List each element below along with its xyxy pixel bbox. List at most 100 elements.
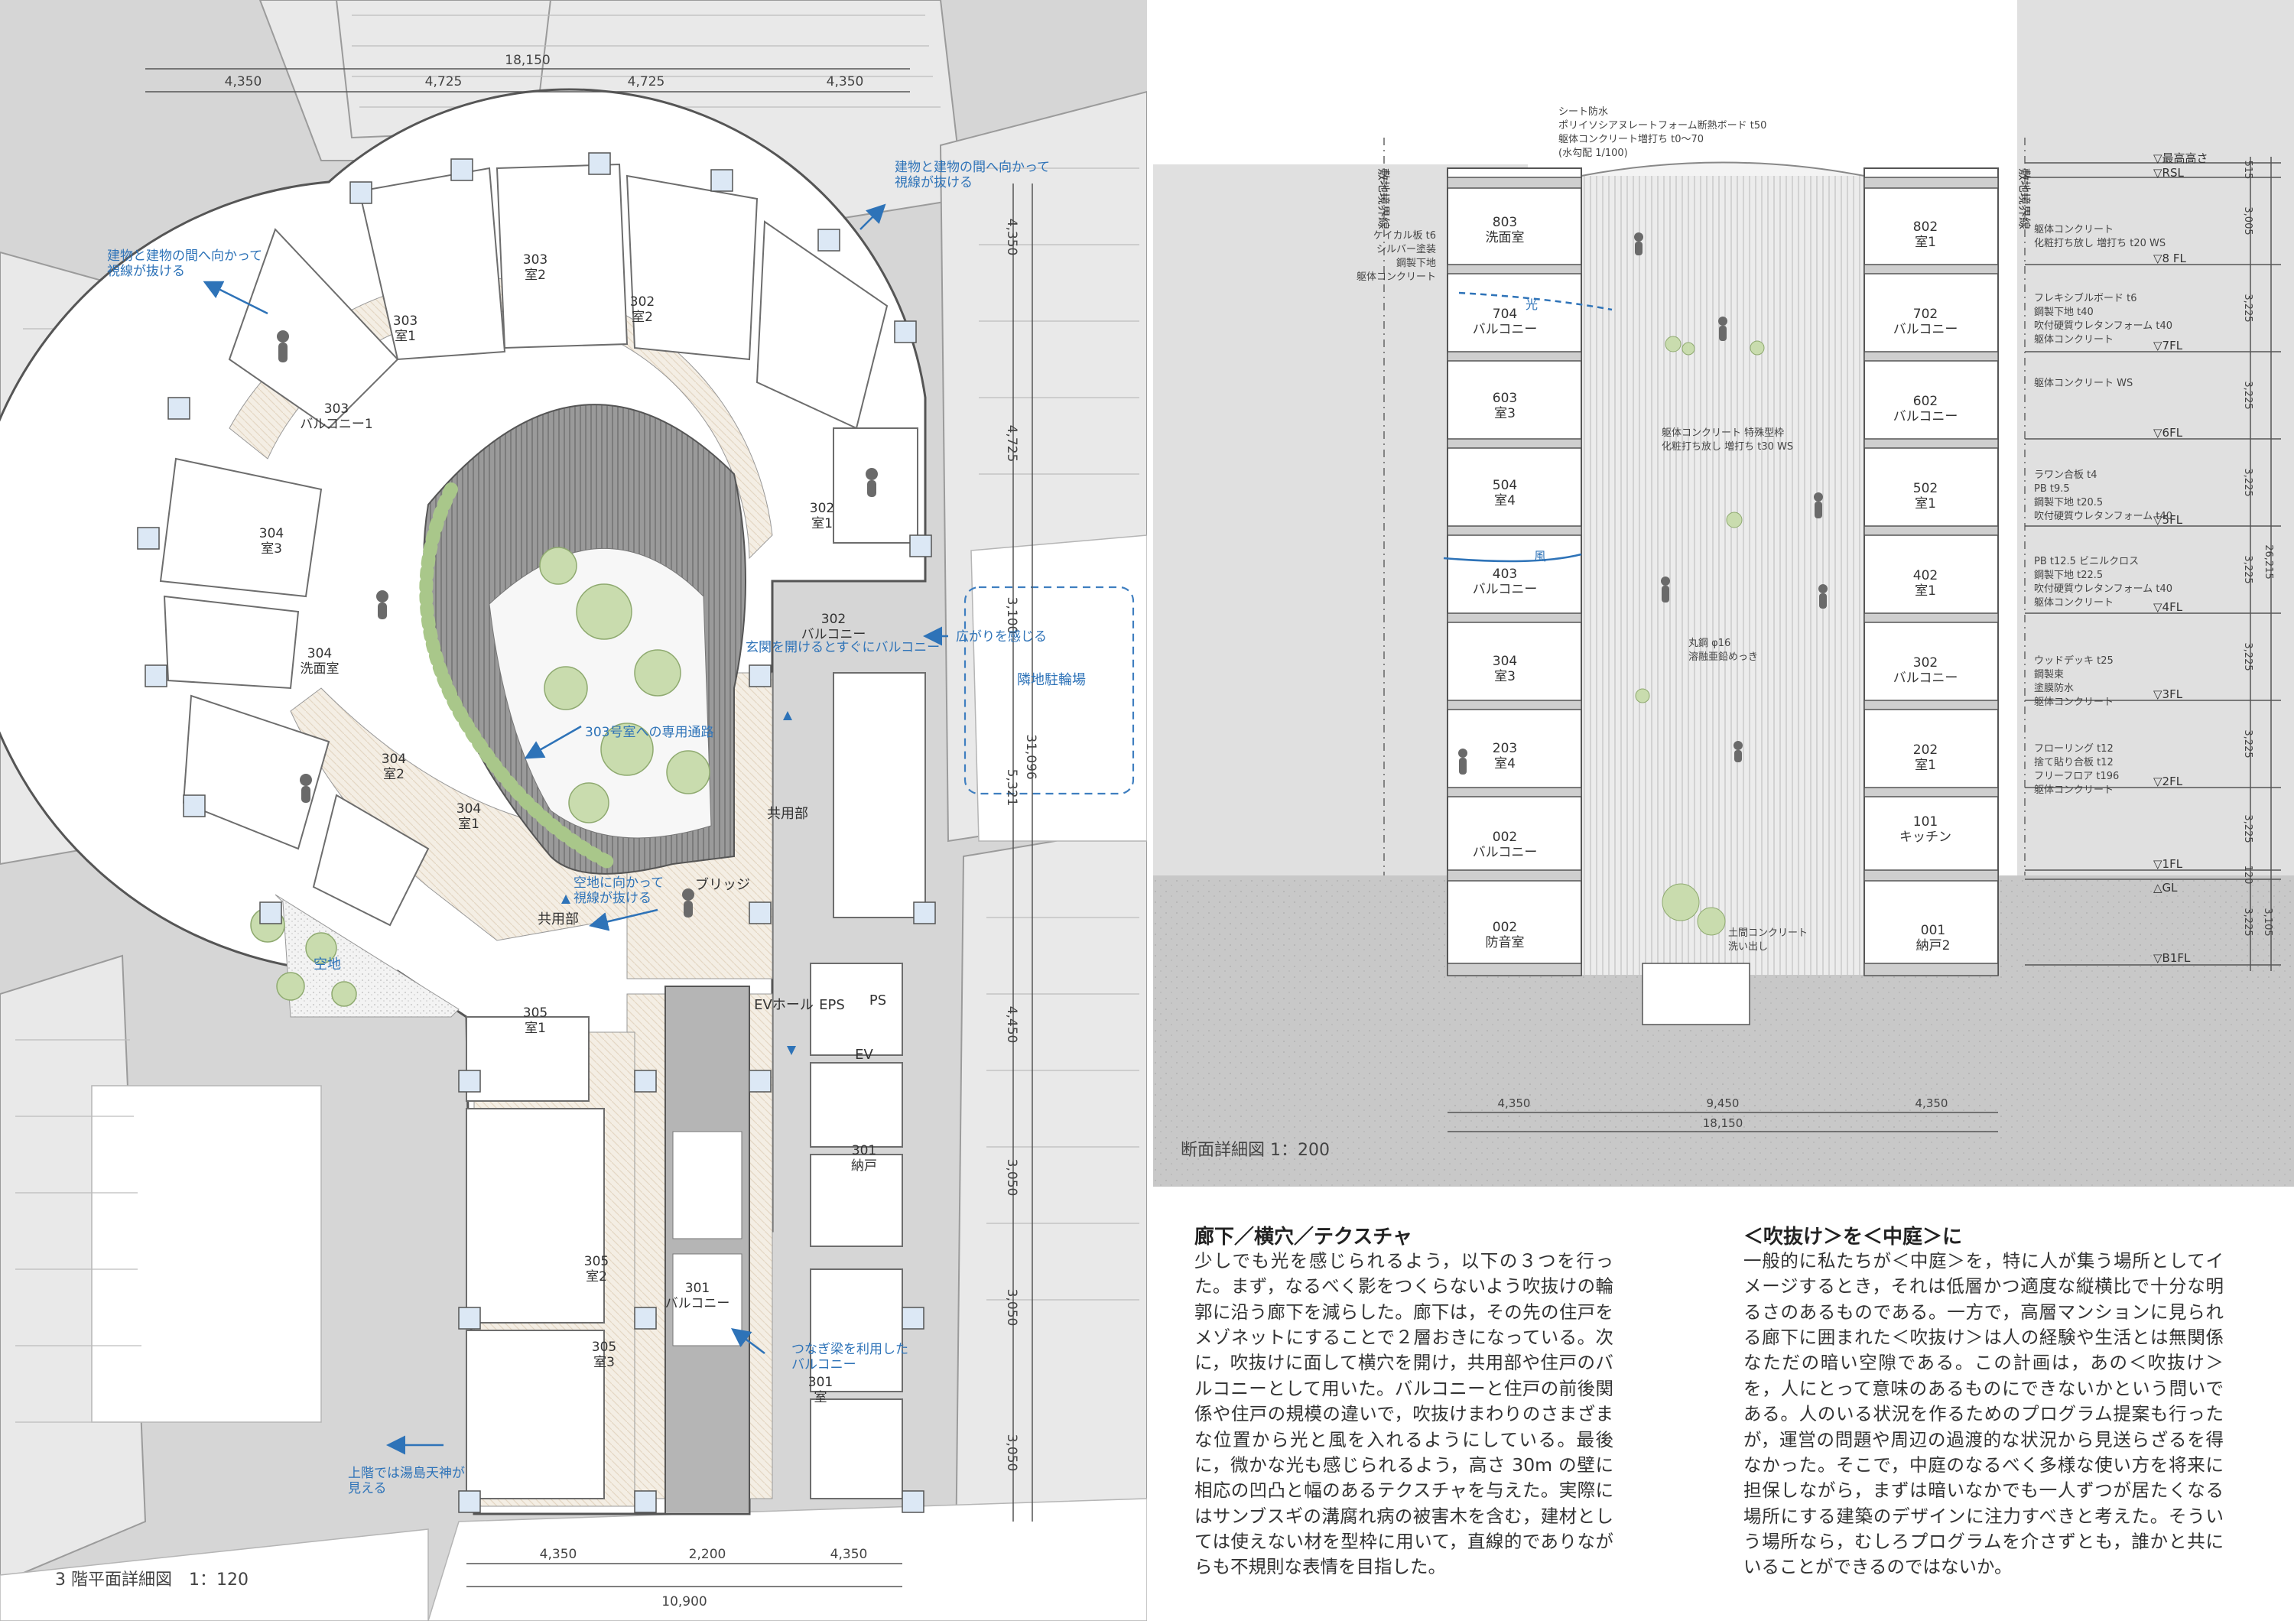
room-label: 室1 xyxy=(395,329,416,344)
total-height-dim: 26,215 xyxy=(2263,544,2274,580)
room-label: 室 xyxy=(814,1390,827,1405)
light-label: 光 xyxy=(1526,297,1538,312)
balcony-entrance-annotation: 玄関を開けるとすぐにバルコニー xyxy=(746,640,940,655)
room-label: 304 xyxy=(307,646,332,661)
spec-note: 躯体コンクリート xyxy=(2034,696,2114,708)
heading-courtyard: ＜吹抜け＞を＜中庭＞に xyxy=(1743,1226,1963,1249)
wall-note-left: 鋼製下地 xyxy=(1396,258,1436,269)
section-room: バルコニー xyxy=(1473,322,1538,337)
dim-right-7: 3,050 xyxy=(1004,1159,1019,1197)
room-label: 302 xyxy=(821,612,846,627)
wall-note-left: シルバー塗装 xyxy=(1376,243,1436,255)
room-label: バルコニー xyxy=(801,627,866,642)
level-label: ▽3FL xyxy=(2153,687,2183,701)
roof-note: 躯体コンクリート増打ち t0〜70 xyxy=(1558,133,1704,145)
spec-note: 化粧打ち放し 増打ち t20 WS xyxy=(2034,238,2166,249)
level-label: ▽4FL xyxy=(2153,600,2183,614)
spec-note: 鋼製下地 t20.5 xyxy=(2034,497,2103,508)
level-label: ▽B1FL xyxy=(2153,951,2191,965)
section-room: 302 xyxy=(1913,655,1938,671)
spec-note: ラワン合板 t4 xyxy=(2034,469,2097,481)
section-room: バルコニー xyxy=(1473,582,1538,597)
room-label: 室2 xyxy=(525,268,546,283)
parking-label: 隣地駐輪場 xyxy=(1017,672,1086,688)
view-annotation-left: 建物と建物の間へ向かって xyxy=(107,248,262,264)
spec-note: 躯体コンクリート WS xyxy=(2034,377,2133,389)
room-label: 304 xyxy=(382,752,406,767)
section-room: 001 xyxy=(1921,923,1945,938)
wall-note-left: 躯体コンクリート xyxy=(1357,271,1436,283)
section-room: 304 xyxy=(1493,654,1517,669)
height-dim: 3,225 xyxy=(2242,468,2253,496)
room-label: 304 xyxy=(457,801,481,817)
room-label: 室2 xyxy=(586,1269,607,1285)
height-dim: 3,225 xyxy=(2242,729,2253,758)
room-label: 室2 xyxy=(632,310,653,325)
room-label: 301 xyxy=(808,1375,833,1390)
dim-bottom-2: 2,200 xyxy=(689,1547,726,1562)
room-label: バルコニー1 xyxy=(300,417,372,432)
spec-note: 吹付硬質ウレタンフォーム t40 xyxy=(2034,511,2172,522)
spec-note: 躯体コンクリート xyxy=(2034,596,2114,609)
section-dim-total: 18,150 xyxy=(1703,1116,1743,1130)
room-label: 室1 xyxy=(525,1021,546,1036)
dim-right-5: 5,321 xyxy=(1004,769,1019,807)
dim-top-4: 4,725 xyxy=(628,74,665,89)
vacant-view-annotation: 視線が抜ける xyxy=(574,891,651,906)
wall-note-left: ケイカル板 t6 xyxy=(1373,230,1436,242)
level-label: ▽1FL xyxy=(2153,857,2183,871)
height-dim: 3,225 xyxy=(2242,294,2253,322)
spec-note: 鋼製下地 t40 xyxy=(2034,307,2094,318)
ev-hall-label: EVホール xyxy=(754,997,814,1013)
plan-caption: 3 階平面詳細図 1：120 xyxy=(55,1570,249,1590)
spread-annotation: 広がりを感じる xyxy=(956,629,1047,645)
section-drawing: 4,350 9,450 4,350 18,150 敷地境界線 敷地境界線 803… xyxy=(1153,0,2294,1187)
spec-note: ウッドデッキ t25 xyxy=(2034,654,2114,667)
section-room: キッチン xyxy=(1899,830,1951,845)
roof-note: シート防水 xyxy=(1558,106,1608,118)
yushima-annotation: 上階では湯島天神が xyxy=(348,1466,465,1481)
height-dim: 515 xyxy=(2242,161,2253,180)
floor-plan-drawing: 4,350 4,725 18,150 4,725 4,350 4,350 2,2… xyxy=(0,0,1148,1622)
section-room: 403 xyxy=(1493,567,1517,582)
private-path-annotation: 303号室への専用通路 xyxy=(585,725,713,740)
room-label: 301 xyxy=(685,1281,710,1296)
steel-bar-note: 丸鋼 φ16 xyxy=(1688,638,1730,649)
room-label: 室1 xyxy=(811,516,833,531)
room-label: バルコニー xyxy=(665,1296,730,1311)
room-label: 301 xyxy=(852,1143,876,1158)
dim-right-3: 3,100 xyxy=(1004,597,1019,635)
section-room: 202 xyxy=(1913,742,1938,758)
ps-label: PS xyxy=(869,992,886,1009)
spec-note: 塗膜防水 xyxy=(2034,682,2074,694)
section-caption: 断面詳細図 1：200 xyxy=(1181,1141,1330,1160)
spec-note: PB t9.5 xyxy=(2034,483,2070,495)
height-dim: 3,225 xyxy=(2242,908,2253,936)
section-room: 502 xyxy=(1913,481,1938,496)
room-label: 303 xyxy=(324,401,349,417)
section-room: 802 xyxy=(1913,219,1938,235)
level-label: ▽5FL xyxy=(2153,513,2183,527)
beam-balcony-annotation: つなぎ梁を利用した xyxy=(791,1342,908,1357)
bridge-label: ブリッジ xyxy=(695,876,750,893)
atrium-wall-note: 化粧打ち放し 増打ち t30 WS xyxy=(1662,441,1793,453)
room-label: 室2 xyxy=(383,767,405,782)
section-room: 室1 xyxy=(1915,583,1936,599)
section-room: 室1 xyxy=(1915,758,1936,773)
boundary-label-left: 敷地境界線 xyxy=(1376,168,1391,229)
section-room: 室1 xyxy=(1915,235,1936,250)
height-dim: 3,225 xyxy=(2242,555,2253,583)
yushima-annotation: 見える xyxy=(348,1481,387,1496)
section-room: 402 xyxy=(1913,568,1938,583)
parking-outline xyxy=(963,586,1135,795)
spec-note: フローリング t12 xyxy=(2034,743,2114,755)
room-label: 302 xyxy=(630,294,655,310)
dim-right-total: 31,096 xyxy=(1023,734,1038,779)
section-room: 704 xyxy=(1493,307,1517,322)
section-room: 002 xyxy=(1493,920,1517,935)
section-room: 603 xyxy=(1493,391,1517,406)
height-dim: 3,005 xyxy=(2242,206,2253,235)
height-dim: 3,225 xyxy=(2242,642,2253,671)
heading-corridor: 廊下／横穴／テクスチャ xyxy=(1194,1226,1412,1249)
room-label: 室1 xyxy=(458,817,479,832)
